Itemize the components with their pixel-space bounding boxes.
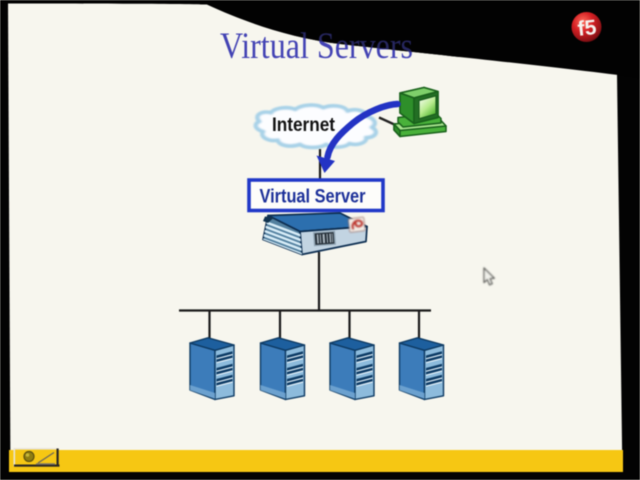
svg-text:f5: f5 (577, 16, 598, 41)
svg-text:Virtual Server: Virtual Server (260, 186, 366, 208)
svg-text:Internet: Internet (272, 114, 335, 136)
